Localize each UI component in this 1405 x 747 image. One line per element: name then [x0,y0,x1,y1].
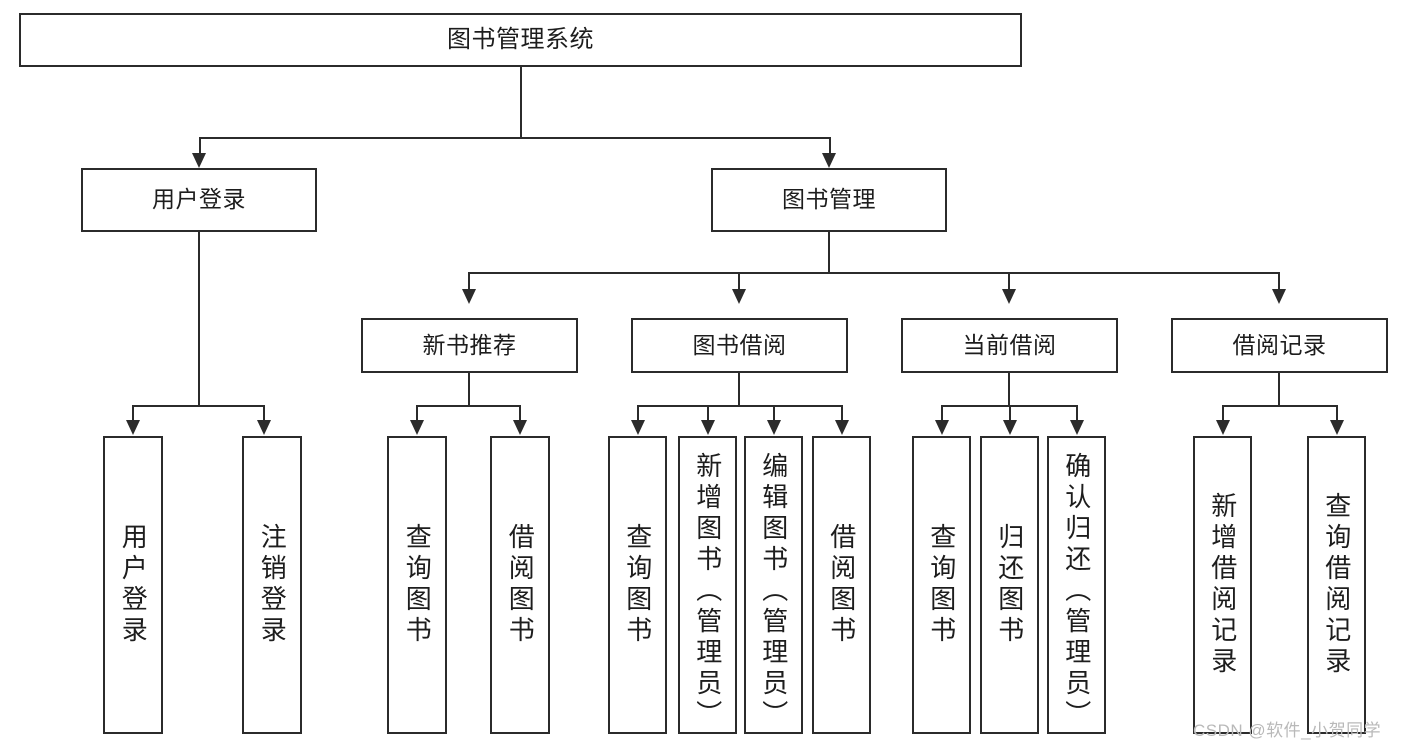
arrow-recommend-leaf-2 [513,420,527,435]
connector-level3-bus [468,272,1279,274]
node-user-login[interactable]: 用户登录 [81,168,317,232]
connector-level2-drop-left [199,137,201,154]
leaf-borrow-borrow-book[interactable]: 借阅图书 [812,436,871,734]
node-label: 查询借阅记录 [1321,492,1352,678]
leaf-borrow-edit-book-admin[interactable]: 编辑图书（管理员） [744,436,803,734]
connector-level3-drop-3 [1008,272,1010,290]
node-label: 借阅记录 [1232,331,1327,358]
node-label: 用户登录 [152,186,246,213]
node-book-management[interactable]: 图书管理 [711,168,947,232]
node-label: 借阅图书 [826,523,857,647]
node-label: 新增图书（管理员） [692,452,723,731]
connector-borrow-drop-4 [841,405,843,421]
connector-level3-drop-1 [468,272,470,290]
leaf-current-query-book[interactable]: 查询图书 [912,436,971,734]
connector-current-drop-3 [1076,405,1078,421]
arrow-borrow-leaf-3 [767,420,781,435]
arrow-to-book-borrow [732,289,746,304]
connector-level2-drop-right [829,137,831,154]
connector-recommend-stem [468,373,470,407]
node-root-book-management-system[interactable]: 图书管理系统 [19,13,1022,67]
node-label: 查询图书 [926,523,957,647]
connector-user-login-drop-1 [132,405,134,421]
arrow-borrow-leaf-1 [631,420,645,435]
node-label: 图书借阅 [692,331,787,358]
connector-book-manage-stem [828,232,830,274]
leaf-record-query-record[interactable]: 查询借阅记录 [1307,436,1366,734]
connector-borrow-drop-1 [637,405,639,421]
connector-user-login-stem [198,232,200,407]
leaf-recommend-query-book[interactable]: 查询图书 [387,436,447,734]
node-label: 注销登录 [257,523,288,647]
leaf-current-return-book[interactable]: 归还图书 [980,436,1039,734]
connector-recommend-drop-2 [519,405,521,421]
node-new-book-recommend[interactable]: 新书推荐 [361,318,578,373]
leaf-logout[interactable]: 注销登录 [242,436,302,734]
arrow-current-leaf-3 [1070,420,1084,435]
arrow-current-leaf-1 [935,420,949,435]
arrow-to-book-manage [822,153,836,168]
arrow-to-logout-leaf [257,420,271,435]
arrow-to-user-login-leaf [126,420,140,435]
connector-current-drop-2 [1009,405,1011,421]
connector-level3-drop-4 [1278,272,1280,290]
node-label: 归还图书 [994,523,1025,647]
node-label: 新增借阅记录 [1207,492,1238,678]
node-label: 借阅图书 [505,523,536,647]
connector-user-login-drop-2 [263,405,265,421]
arrow-record-leaf-1 [1216,420,1230,435]
node-book-borrow[interactable]: 图书借阅 [631,318,848,373]
connector-root-stem [520,67,522,137]
node-label: 新书推荐 [422,331,517,358]
connector-record-drop-2 [1336,405,1338,421]
connector-level3-drop-2 [738,272,740,290]
node-label: 图书管理 [782,186,876,213]
node-label: 用户登录 [118,523,149,647]
connector-current-drop-1 [941,405,943,421]
connector-recommend-bus [416,405,521,407]
arrow-record-leaf-2 [1330,420,1344,435]
arrow-recommend-leaf-1 [410,420,424,435]
node-label: 图书管理系统 [447,25,594,53]
connector-borrow-drop-3 [773,405,775,421]
connector-borrow-bus [637,405,841,407]
connector-level2-bus [199,137,831,139]
connector-current-stem [1008,373,1010,407]
arrow-borrow-leaf-2 [701,420,715,435]
leaf-current-confirm-return-admin[interactable]: 确认归还（管理员） [1047,436,1106,734]
connector-record-bus [1222,405,1338,407]
node-label: 编辑图书（管理员） [758,452,789,731]
connector-recommend-drop-1 [416,405,418,421]
arrow-current-leaf-2 [1003,420,1017,435]
connector-record-stem [1278,373,1280,407]
leaf-borrow-add-book-admin[interactable]: 新增图书（管理员） [678,436,737,734]
connector-user-login-bus [132,405,265,407]
node-borrow-record[interactable]: 借阅记录 [1171,318,1388,373]
arrow-borrow-leaf-4 [835,420,849,435]
node-current-borrow[interactable]: 当前借阅 [901,318,1118,373]
connector-borrow-stem [738,373,740,407]
node-label: 查询图书 [402,523,433,647]
leaf-recommend-borrow-book[interactable]: 借阅图书 [490,436,550,734]
node-label: 查询图书 [622,523,653,647]
connector-record-drop-1 [1222,405,1224,421]
arrow-to-borrow-record [1272,289,1286,304]
leaf-borrow-query-book[interactable]: 查询图书 [608,436,667,734]
node-label: 确认归还（管理员） [1061,452,1092,731]
arrow-to-current-borrow [1002,289,1016,304]
arrow-to-user-login [192,153,206,168]
leaf-record-add-record[interactable]: 新增借阅记录 [1193,436,1252,734]
leaf-user-login[interactable]: 用户登录 [103,436,163,734]
arrow-to-new-book-recommend [462,289,476,304]
connector-borrow-drop-2 [707,405,709,421]
node-label: 当前借阅 [962,331,1057,358]
